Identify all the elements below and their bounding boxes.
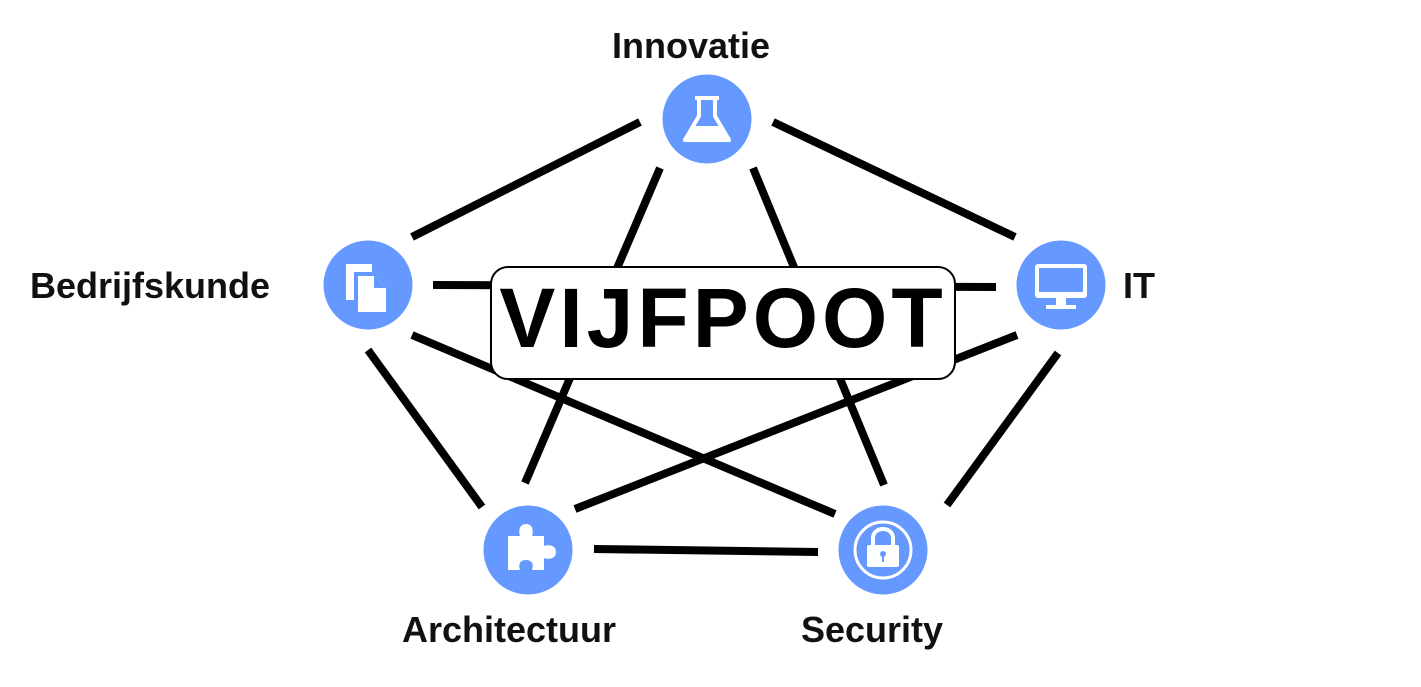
node-security <box>835 502 931 598</box>
edge-bedrijfskunde-architectuur <box>364 347 486 510</box>
label-innovatie: Innovatie <box>612 25 771 66</box>
edge-innovatie-it <box>771 118 1017 241</box>
edge-innovatie-bedrijfskunde <box>410 118 642 241</box>
node-architectuur <box>480 502 576 598</box>
logo-text: VIJFPOOT <box>499 271 947 365</box>
label-bedrijfskunde: Bedrijfskunde <box>30 265 271 306</box>
documents-icon <box>346 264 386 312</box>
label-security: Security <box>801 609 944 650</box>
node-innovatie <box>659 71 755 167</box>
edge-architectuur-security <box>593 545 819 556</box>
logo-box: VIJFPOOT <box>490 266 956 380</box>
flask-icon <box>683 96 731 142</box>
edge-it-security <box>943 350 1062 508</box>
monitor-icon <box>1035 264 1087 309</box>
node-it <box>1013 237 1109 333</box>
node-circle <box>659 71 755 167</box>
label-architectuur: Architectuur <box>402 609 617 650</box>
padlock-icon <box>853 520 913 580</box>
puzzle-icon <box>508 524 556 570</box>
label-it: IT <box>1123 265 1155 306</box>
edge-bedrijfskunde-security <box>410 331 837 518</box>
node-bedrijfskunde <box>320 237 416 333</box>
